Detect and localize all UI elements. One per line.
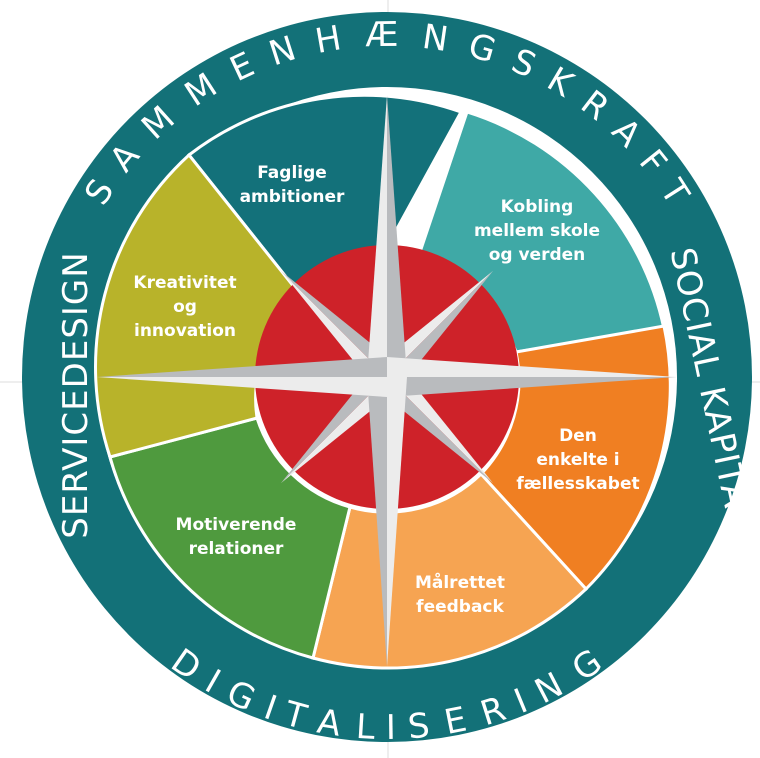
segment-label-line: mellem skole — [474, 221, 600, 241]
star-point-dark-east — [387, 377, 677, 397]
segment-label-faglige: Faglige ambitioner — [240, 163, 345, 207]
segment-label-line: ambitioner — [240, 187, 345, 207]
star-point-light-north — [367, 95, 387, 377]
segment-den-enkelte — [478, 324, 672, 592]
segment-label-kobling: Kobling mellem skole og verden — [474, 197, 600, 265]
ring-label-left-text: SERVICEDESIGN — [56, 251, 96, 538]
star-point-light-west — [97, 377, 387, 397]
segment-label-line: innovation — [134, 321, 236, 341]
segment-label-line: feedback — [416, 597, 504, 617]
ring-label-left: SERVICEDESIGN — [56, 251, 96, 538]
segment-label-line: Kreativitet — [133, 273, 236, 293]
star-point-light-south — [387, 377, 407, 667]
segment-label-maalrettet: Målrettet feedback — [415, 571, 505, 617]
segment-label-line: Målrettet — [415, 571, 505, 593]
segment-motiverende-relationer — [108, 416, 352, 660]
star-point-dark-south — [367, 377, 387, 667]
segment-label-line: fællesskabet — [516, 474, 639, 494]
segment-label-motiverende: Motiverende relationer — [176, 515, 297, 559]
segment-label-line: enkelte i — [536, 450, 619, 470]
segment-label-line: Den — [559, 426, 597, 446]
star-point-light-east — [387, 357, 677, 377]
segment-label-kreativitet: Kreativitet og innovation — [133, 273, 236, 341]
segment-label-line: Kobling — [501, 197, 574, 217]
compass-rose-icon — [97, 95, 677, 667]
star-point-dark-north — [387, 95, 407, 377]
segment-label-line: og verden — [489, 245, 586, 265]
segment-label-line: Motiverende — [176, 515, 297, 535]
segment-label-enkelte: Den enkelte i fællesskabet — [516, 426, 639, 494]
star-point-dark-west — [97, 357, 387, 377]
segment-label-line: Faglige — [257, 163, 327, 183]
segment-label-line: relationer — [189, 539, 284, 559]
segment-label-line: og — [173, 297, 197, 317]
